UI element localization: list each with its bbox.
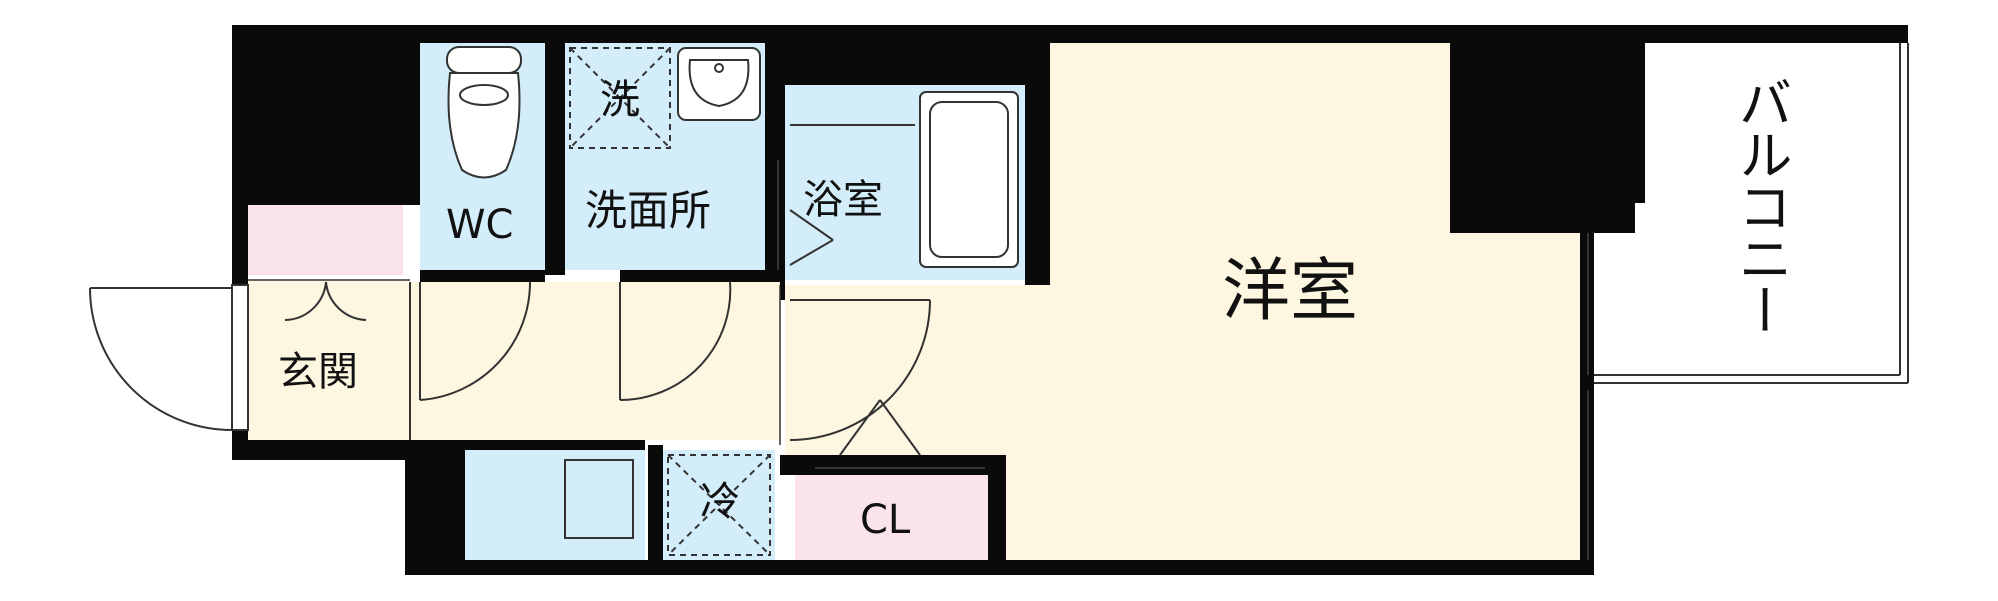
washing-machine-label: 洗: [600, 77, 640, 123]
hallway-floor: [410, 282, 780, 440]
wash-basin: [677, 47, 761, 121]
bathroom-label: 浴室: [803, 177, 883, 223]
closet-door: [815, 399, 985, 469]
bathtub: [790, 91, 1019, 268]
room-door: [789, 299, 931, 441]
kitchen-sink: [564, 459, 634, 539]
refrigerator-label: 冷: [700, 479, 740, 525]
entrance-label: 玄関: [278, 349, 358, 395]
entrance-inner-door: [284, 281, 367, 321]
washroom-door: [619, 281, 732, 402]
bathroom-door: [777, 160, 834, 270]
walls: [232, 25, 1908, 575]
floors: [248, 43, 1908, 560]
washing-machine: [569, 47, 671, 149]
toilet-fixture: [446, 46, 522, 179]
toilet-label: WC: [446, 202, 514, 248]
fixtures: [446, 43, 1909, 560]
balcony-floor: [1645, 43, 1908, 383]
entrance-floor: [248, 280, 410, 440]
balcony-label: バルコニー: [1729, 75, 1792, 335]
shoe-storage: [248, 205, 403, 275]
refrigerator: [667, 454, 771, 556]
western-room-floor: [785, 43, 1580, 560]
washroom-label: 洗面所: [585, 186, 712, 235]
balcony-rail: [1594, 43, 1909, 384]
western-room-label: 洋室: [1222, 252, 1359, 331]
doors: [89, 281, 931, 441]
toilet-door: [419, 281, 532, 401]
closet-floor: [795, 475, 988, 560]
closet-label: CL: [860, 497, 911, 543]
kitchen-counter: [465, 450, 645, 560]
entry-door: [89, 284, 249, 431]
